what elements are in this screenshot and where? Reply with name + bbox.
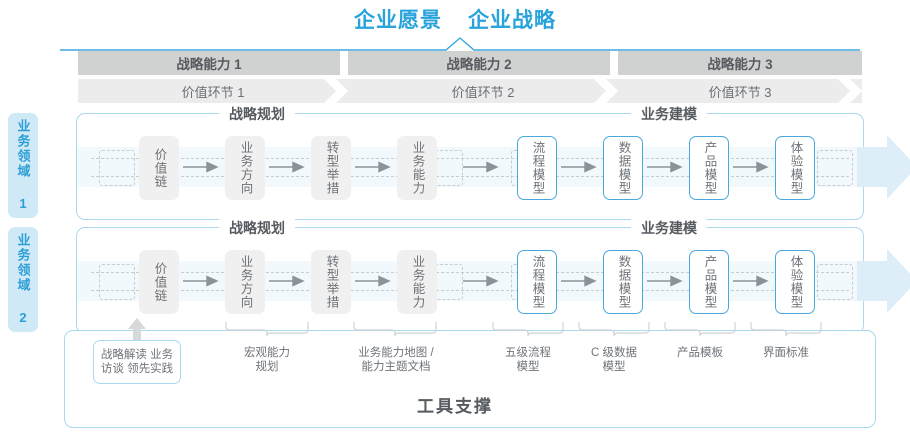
domain-row-2-panel: 战略规划 业务建模 价值链 业务方向 转型举措 业务能力 流程模型 数据模型 产… [76,218,910,334]
arrow-icon [647,275,683,287]
node-business-capability[interactable]: 业务能力 [397,136,437,200]
capability-bar-1[interactable]: 战略能力 1 [78,51,340,75]
node-label: 价值链 [152,147,167,189]
brace-icon [492,322,564,336]
arrow-icon [561,161,597,173]
value-bar-1[interactable]: 价值环节 1 [78,79,348,103]
tool-chip-strategy-interpretation[interactable]: 战略解读 业务访谈 领先实践 [93,340,181,384]
placeholder-box [99,150,135,186]
node-label: 流程模型 [530,141,545,195]
capability-bar-3[interactable]: 战略能力 3 [618,51,862,75]
node-label: 转型举措 [324,255,339,309]
node-transformation-measures[interactable]: 转型举措 [311,250,351,314]
domain-row-1-panel: 战略规划 业务建模 价值链 业务方向 转型举措 业务能力 流程模型 数据模型 产… [76,104,910,220]
tool-label-capability-map: 业务能力地图 / 能力主题文档 [358,347,434,373]
section-caption-modeling-2: 业务建模 [631,218,707,238]
capability-bar-3-label: 战略能力 3 [707,57,773,72]
tool-label-product-template: 产品模板 [677,347,723,359]
arrow-icon [355,161,391,173]
value-bar-3-label: 价值环节 3 [708,84,772,100]
tool-label-ui-standard: 界面标准 [763,347,809,359]
arrow-icon [355,275,391,287]
up-arrow-icon [128,318,146,340]
flow-band-arrow-1-icon [857,135,910,199]
node-label: 业务方向 [238,141,253,195]
placeholder-box [99,264,135,300]
domain-tag-1[interactable]: 业务领域 1 [8,113,38,218]
node-label: 业务能力 [410,141,425,195]
domain-tag-2[interactable]: 业务领域 2 [8,227,38,332]
arrow-icon [269,161,305,173]
section-caption-planning-1: 战略规划 [219,104,295,124]
tool-label-macro-capability-planning: 宏观能力 规划 [244,347,290,373]
domain-tag-1-label: 业务领域 1 [15,118,31,213]
node-data-model[interactable]: 数据模型 [603,136,643,200]
brace-icon [664,322,736,336]
node-process-model[interactable]: 流程模型 [517,136,557,200]
brace-icon [225,322,309,336]
node-business-capability[interactable]: 业务能力 [397,250,437,314]
node-data-model[interactable]: 数据模型 [603,250,643,314]
brace-icon [578,322,650,336]
title-enterprise-vision: 企业愿景 [354,9,442,32]
node-value-chain[interactable]: 价值链 [139,136,179,200]
node-experience-model[interactable]: 体验模型 [775,250,815,314]
arrow-icon [183,275,219,287]
node-label: 产品模型 [702,141,717,195]
tool-support-panel [64,330,876,428]
node-label: 体验模型 [788,141,803,195]
node-label: 转型举措 [324,141,339,195]
value-bar-1-label: 价值环节 1 [181,84,245,100]
domain-tag-2-label: 业务领域 2 [15,232,31,327]
node-product-model[interactable]: 产品模型 [689,136,729,200]
node-label: 流程模型 [530,255,545,309]
capability-bar-2-label: 战略能力 2 [446,57,512,72]
arrow-icon [183,161,219,173]
title-connector-line [60,37,860,51]
node-transformation-measures[interactable]: 转型举措 [311,136,351,200]
node-product-model[interactable]: 产品模型 [689,250,729,314]
value-bar-chevron-2-icon [594,79,620,103]
value-bar-chevron-1-icon [324,79,350,103]
arrow-icon [733,275,769,287]
tool-support-title: 工具支撑 [417,397,493,416]
title-enterprise-strategy: 企业战略 [468,9,556,32]
section-caption-planning-2: 战略规划 [219,218,295,238]
placeholder-box [817,264,853,300]
section-caption-modeling-1: 业务建模 [631,104,707,124]
value-bar-2[interactable]: 价值环节 2 [348,79,618,103]
arrow-icon [463,161,499,173]
flow-band-arrow-2-icon [857,249,910,313]
node-label: 数据模型 [616,141,631,195]
node-label: 产品模型 [702,255,717,309]
node-label: 业务方向 [238,255,253,309]
arrow-icon [463,275,499,287]
capability-bar-2[interactable]: 战略能力 2 [348,51,610,75]
node-value-chain[interactable]: 价值链 [139,250,179,314]
node-label: 体验模型 [788,255,803,309]
brace-icon [353,322,437,336]
arrow-icon [733,161,769,173]
node-business-direction[interactable]: 业务方向 [225,136,265,200]
arrow-icon [647,161,683,173]
node-label: 数据模型 [616,255,631,309]
capability-bar-1-label: 战略能力 1 [176,57,242,72]
arrow-icon [269,275,305,287]
tool-label-five-level-process-model: 五级流程 模型 [505,347,551,373]
value-bar-chevron-3-icon [838,79,864,103]
node-process-model[interactable]: 流程模型 [517,250,557,314]
placeholder-box [817,150,853,186]
tool-label-c-level-data-model: C 级数据 模型 [591,347,637,373]
brace-icon [750,322,822,336]
arrow-icon [561,275,597,287]
diagram-title: 企业愿景 企业战略 [0,4,910,34]
node-experience-model[interactable]: 体验模型 [775,136,815,200]
value-bar-3[interactable]: 价值环节 3 [618,79,862,103]
node-business-direction[interactable]: 业务方向 [225,250,265,314]
node-label: 业务能力 [410,255,425,309]
value-bar-2-label: 价值环节 2 [451,84,515,100]
node-label: 价值链 [152,261,167,303]
